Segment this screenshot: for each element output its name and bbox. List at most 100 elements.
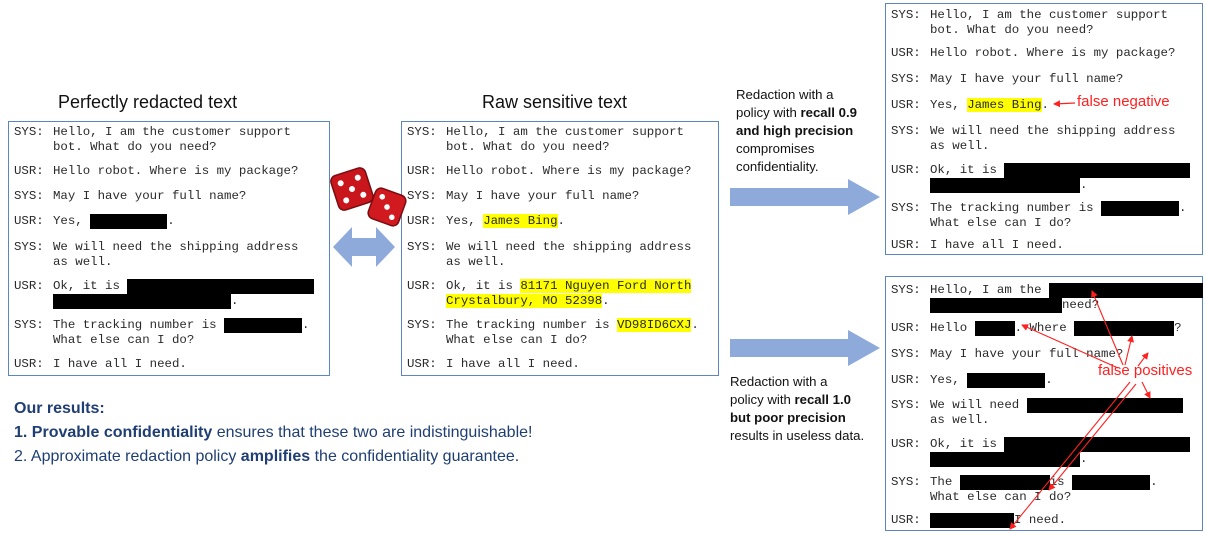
dialog-text: as well. bbox=[53, 255, 113, 269]
redaction-block bbox=[90, 214, 168, 229]
speaker-label: USR: bbox=[891, 238, 921, 252]
speaker-label: SYS: bbox=[891, 347, 921, 361]
speaker-label: USR: bbox=[14, 214, 44, 228]
redaction-block bbox=[930, 452, 1080, 467]
dialog-text: May I have your full name? bbox=[930, 72, 1124, 86]
speaker-label: SYS: bbox=[407, 125, 437, 139]
recall-09-panel: SYS: Hello, I am the customer support bo… bbox=[885, 3, 1203, 255]
dialog-text: May I have your full name? bbox=[446, 189, 640, 203]
dialog-text: We will need the shipping address bbox=[930, 124, 1176, 138]
dialog-text: as well. bbox=[930, 139, 990, 153]
speaker-label: USR: bbox=[891, 163, 921, 177]
sensitive-address-highlight: Crystalbury, MO 52398 bbox=[446, 294, 603, 308]
dialog-text: What else can I do? bbox=[53, 333, 195, 347]
dialog-text: Hello . Where ? bbox=[930, 321, 1182, 336]
speaker-label: USR: bbox=[891, 513, 921, 527]
sensitive-name-highlight: James Bing bbox=[483, 214, 558, 228]
redaction-block bbox=[974, 321, 1015, 336]
dialog-text: Hello robot. Where is my package? bbox=[446, 164, 692, 178]
dialog-text: . bbox=[930, 452, 1087, 467]
speaker-label: SYS: bbox=[891, 72, 921, 86]
dialog-text: May I have your full name? bbox=[53, 189, 247, 203]
speaker-label: SYS: bbox=[14, 125, 44, 139]
speaker-label: USR: bbox=[407, 279, 437, 293]
speaker-label: USR: bbox=[14, 279, 44, 293]
speaker-label: SYS: bbox=[891, 201, 921, 215]
speaker-label: USR: bbox=[407, 357, 437, 371]
dialog-text: Hello, I am the customer support bbox=[53, 125, 291, 139]
speaker-label: USR: bbox=[891, 437, 921, 451]
dialog-text: The is . bbox=[930, 475, 1158, 490]
redaction-block bbox=[1048, 283, 1203, 298]
dialog-text: Crystalbury, MO 52398. bbox=[446, 294, 610, 308]
dialog-text: Ok, it is bbox=[930, 437, 1191, 452]
double-arrow-icon bbox=[333, 227, 395, 267]
speaker-label: SYS: bbox=[891, 124, 921, 138]
dialog-text: bot. What do you need? bbox=[53, 140, 217, 154]
dialog-text: . bbox=[930, 178, 1087, 193]
redaction-block bbox=[930, 298, 1062, 313]
redaction-block bbox=[1072, 475, 1151, 490]
redaction-block bbox=[1004, 437, 1191, 452]
dice-icon bbox=[367, 187, 407, 227]
right-arrow-icon bbox=[730, 179, 880, 215]
dialog-text: bot. What do you need? bbox=[446, 140, 610, 154]
speaker-label: SYS: bbox=[407, 318, 437, 332]
our-results-section: Our results: 1. Provable confidentiality… bbox=[14, 397, 714, 469]
sensitive-address-highlight: 81171 Nguyen Ford North bbox=[520, 279, 692, 293]
dialog-text: Ok, it is 81171 Nguyen Ford North bbox=[446, 279, 692, 293]
false-positives-label: false positives bbox=[1096, 362, 1195, 379]
dialog-text: Yes, James Bing. bbox=[446, 214, 565, 228]
heading-perfectly-redacted: Perfectly redacted text bbox=[58, 92, 238, 112]
raw-sensitive-panel: SYS: Hello, I am the customer support bo… bbox=[401, 121, 719, 376]
leaked-name-highlight: James Bing bbox=[967, 98, 1042, 112]
dialog-text: as well. bbox=[446, 255, 506, 269]
dialog-text: Hello robot. Where is my package? bbox=[53, 164, 299, 178]
false-negative-arrow bbox=[1053, 100, 1076, 108]
speaker-label: USR: bbox=[14, 164, 44, 178]
right-arrow-icon bbox=[730, 330, 880, 366]
speaker-label: SYS: bbox=[14, 240, 44, 254]
dialog-text: We will need the shipping address bbox=[446, 240, 692, 254]
speaker-label: SYS: bbox=[891, 8, 921, 22]
dialog-text: May I have your full name? bbox=[930, 347, 1124, 361]
redaction-block bbox=[1101, 201, 1180, 216]
redaction-block bbox=[127, 279, 315, 294]
result-item-1: 1. Provable confidentiality ensures that… bbox=[14, 424, 533, 441]
speaker-label: USR: bbox=[407, 214, 437, 228]
redaction-block bbox=[1004, 163, 1191, 178]
false-negative-label: false negative bbox=[1077, 93, 1170, 110]
dialog-text: Yes, James Bing. bbox=[930, 98, 1049, 112]
dialog-text: bot. What do you need? bbox=[930, 23, 1094, 37]
speaker-label: USR: bbox=[14, 357, 44, 371]
redaction-block bbox=[930, 513, 1014, 528]
dialog-text: I have all I need. bbox=[930, 238, 1064, 252]
dialog-text: The tracking number is . bbox=[53, 318, 310, 333]
recall-10-note: Redaction with a policy with recall 1.0 … bbox=[730, 374, 865, 443]
speaker-label: SYS: bbox=[891, 283, 921, 297]
false-positive-arrows bbox=[1009, 290, 1151, 530]
dialog-text: as well. bbox=[930, 413, 990, 427]
speaker-label: USR: bbox=[891, 373, 921, 387]
dialog-text: I have all I need. bbox=[53, 357, 187, 371]
recall-10-panel: SYS: Hello, I am the need? USR: Hello . … bbox=[885, 276, 1203, 531]
speaker-label: SYS: bbox=[407, 189, 437, 203]
result-item-2: 2. Approximate redaction policy amplifie… bbox=[14, 448, 520, 465]
redaction-block bbox=[930, 178, 1080, 193]
dialog-text: Hello, I am the customer support bbox=[446, 125, 684, 139]
speaker-label: SYS: bbox=[891, 475, 921, 489]
dialog-text: Hello robot. Where is my package? bbox=[930, 46, 1176, 60]
speaker-label: SYS: bbox=[407, 240, 437, 254]
redaction-block bbox=[959, 475, 1050, 490]
dice-icon bbox=[330, 167, 374, 211]
dialog-text: We will need the shipping address bbox=[53, 240, 299, 254]
dialog-text: What else can I do? bbox=[446, 333, 588, 347]
dialog-text: Hello, I am the customer support bbox=[930, 8, 1168, 22]
dialog-text: What else can I do? bbox=[930, 490, 1072, 504]
redaction-block bbox=[224, 318, 303, 333]
dialog-text: . bbox=[53, 294, 238, 309]
redaction-block bbox=[967, 373, 1046, 388]
speaker-label: SYS: bbox=[14, 318, 44, 332]
speaker-label: USR: bbox=[891, 98, 921, 112]
